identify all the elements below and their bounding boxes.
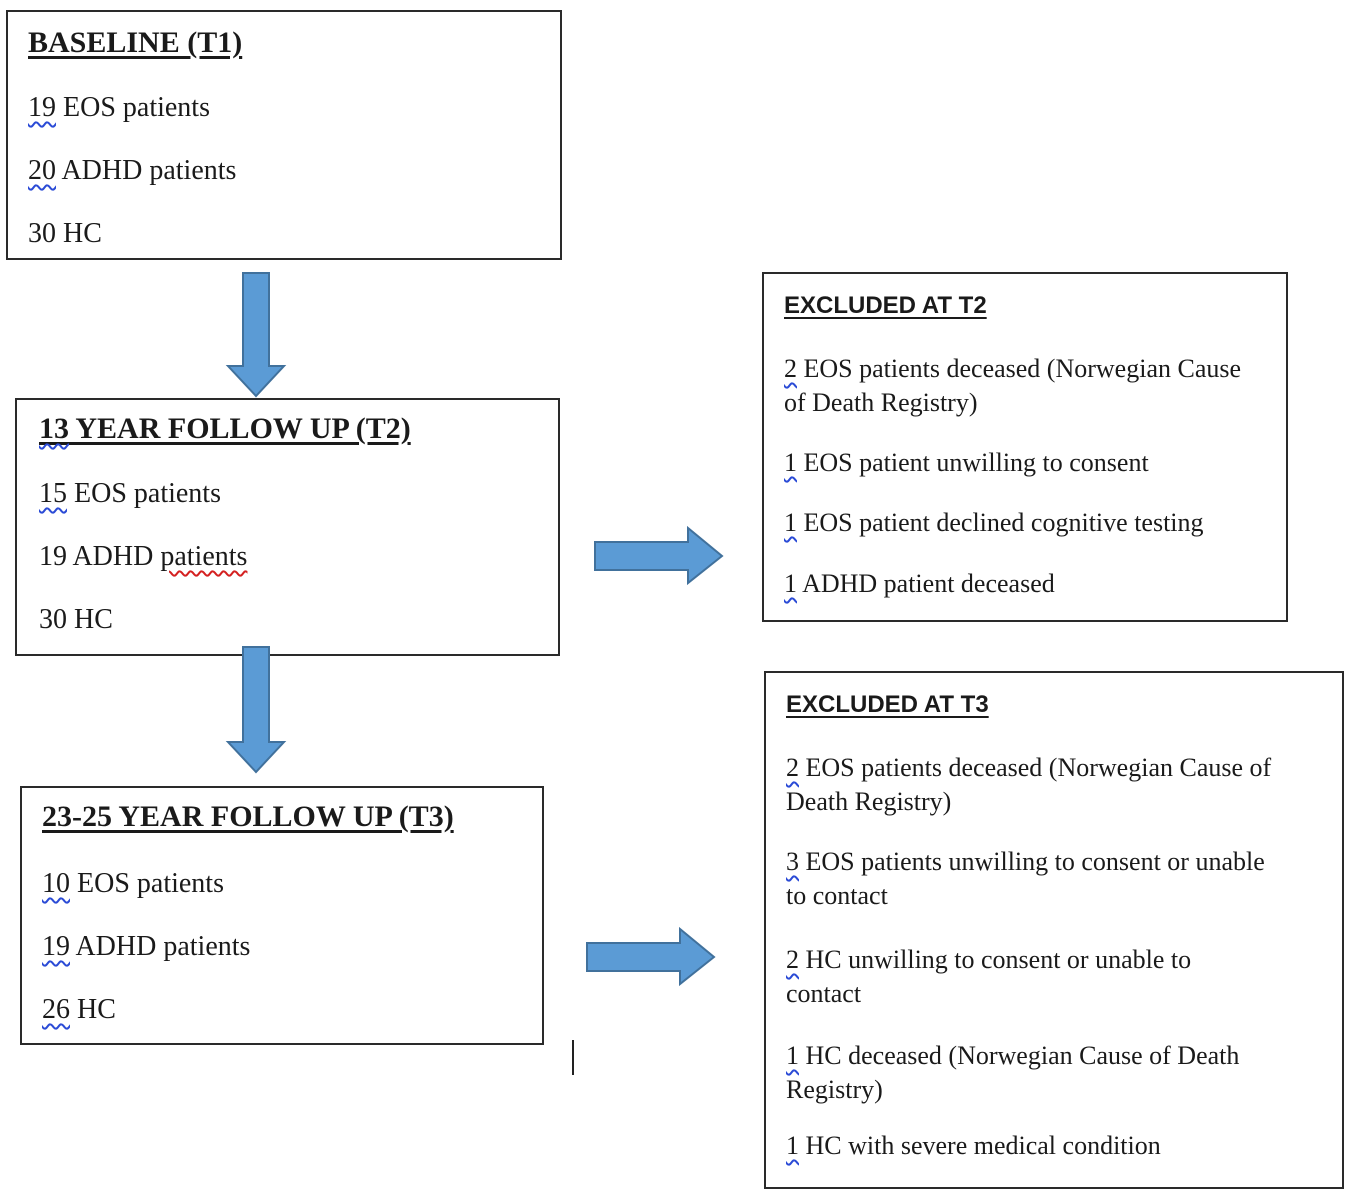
t3-box: 23-25 YEAR FOLLOW UP (T3) 10 EOS patient… (20, 786, 544, 1045)
t3-item-label: EOS patients (70, 868, 224, 899)
t2-item-label: ADHD (67, 541, 161, 572)
baseline-title: BASELINE (T1) (28, 26, 243, 59)
t3-item-count: 19 (42, 931, 70, 962)
excluded-t2-item-count: 2 (784, 354, 797, 383)
excluded-t3-item-count: 2 (786, 753, 799, 782)
down-arrow-t1-t2 (225, 272, 287, 398)
arrow-shape (225, 646, 287, 774)
baseline-item-count: 30 (28, 218, 56, 249)
t2-item-label-flagged: patients (160, 541, 248, 572)
down-arrow-t2-t3 (225, 646, 287, 774)
t3-item-label: HC (70, 994, 116, 1025)
baseline-item: 30 HC (28, 218, 102, 250)
t3-item-label: ADHD patients (70, 931, 251, 962)
baseline-item: 19 EOS patients (28, 92, 210, 124)
right-arrow-excluded-t3 (586, 926, 716, 987)
text-cursor (572, 1040, 574, 1075)
excluded-t2-item-label: ADHD patient deceased (797, 569, 1055, 598)
excluded-t3-item: 3 EOS patients unwilling to consent or u… (786, 845, 1266, 913)
excluded-t3-item-label: HC deceased (Norwegian Cause of Death Re… (786, 1041, 1240, 1104)
t3-item-count: 26 (42, 994, 70, 1025)
t3-item: 10 EOS patients (42, 868, 224, 900)
excluded-t2-item-label: EOS patient unwilling to consent (797, 448, 1149, 477)
baseline-item-label: HC (56, 218, 102, 249)
arrow-shape (594, 525, 724, 586)
excluded-t3-item: 2 HC unwilling to consent or unable to c… (786, 943, 1266, 1011)
excluded-t3-title: EXCLUDED AT T3 (786, 691, 989, 718)
arrow-shape (225, 272, 287, 398)
excluded-t3-item-count: 1 (786, 1041, 799, 1070)
t2-box: 13 YEAR FOLLOW UP (T2) 15 EOS patients 1… (15, 398, 560, 656)
excluded-t2-item-count: 1 (784, 569, 797, 598)
excluded-t3-item: 1 HC deceased (Norwegian Cause of Death … (786, 1039, 1286, 1107)
t2-item-count: 30 (39, 604, 67, 635)
t2-title-number: 13 (39, 412, 69, 445)
t2-item-count: 15 (39, 478, 67, 509)
excluded-t3-item-count: 2 (786, 945, 799, 974)
baseline-item-label: ADHD patients (56, 155, 237, 186)
excluded-t2-item-count: 1 (784, 508, 797, 537)
t2-item: 30 HC (39, 604, 113, 636)
baseline-item-count: 19 (28, 92, 56, 123)
excluded-t3-item: 2 EOS patients deceased (Norwegian Cause… (786, 751, 1326, 819)
excluded-t3-item-label: EOS patients deceased (Norwegian Cause o… (786, 753, 1272, 816)
excluded-t2-item: 1 EOS patient unwilling to consent (784, 448, 1149, 478)
t2-title: 13 YEAR FOLLOW UP (T2) (39, 412, 411, 446)
excluded-t2-item-label: EOS patient declined cognitive testing (797, 508, 1204, 537)
t3-item-count: 10 (42, 868, 70, 899)
excluded-t2-item: 2 EOS patients deceased (Norwegian Cause… (784, 352, 1244, 420)
t2-title-text: YEAR FOLLOW UP (T2) (69, 412, 411, 445)
excluded-t3-item-count: 3 (786, 847, 799, 876)
excluded-t2-box: EXCLUDED AT T2 2 EOS patients deceased (… (762, 272, 1288, 622)
t2-item: 15 EOS patients (39, 478, 221, 510)
excluded-t3-item-label: EOS patients unwilling to consent or una… (786, 847, 1265, 910)
excluded-t3-box: EXCLUDED AT T3 2 EOS patients deceased (… (764, 671, 1344, 1189)
t3-item: 26 HC (42, 994, 116, 1026)
t2-item: 19 ADHD patients (39, 541, 247, 573)
baseline-item-label: EOS patients (56, 92, 210, 123)
excluded-t3-item-label: HC with severe medical condition (799, 1131, 1161, 1160)
excluded-t3-item: 1 HC with severe medical condition (786, 1131, 1161, 1161)
arrow-shape (586, 926, 716, 987)
excluded-t2-item: 1 EOS patient declined cognitive testing (784, 508, 1204, 538)
t3-title: 23-25 YEAR FOLLOW UP (T3) (42, 800, 454, 833)
excluded-t2-item-label: EOS patients deceased (Norwegian Cause o… (784, 354, 1242, 417)
excluded-t2-item-count: 1 (784, 448, 797, 477)
baseline-box: BASELINE (T1) 19 EOS patients 20 ADHD pa… (6, 10, 562, 260)
excluded-t2-item: 1 ADHD patient deceased (784, 569, 1055, 599)
excluded-t2-title: EXCLUDED AT T2 (784, 292, 987, 319)
baseline-item-count: 20 (28, 155, 56, 186)
t2-item-count: 19 (39, 541, 67, 572)
right-arrow-excluded-t2 (594, 525, 724, 586)
excluded-t3-item-count: 1 (786, 1131, 799, 1160)
t2-item-label: HC (67, 604, 113, 635)
t2-item-label: EOS patients (67, 478, 221, 509)
excluded-t3-item-label: HC unwilling to consent or unable to con… (786, 945, 1192, 1008)
t3-item: 19 ADHD patients (42, 931, 250, 963)
baseline-item: 20 ADHD patients (28, 155, 236, 187)
